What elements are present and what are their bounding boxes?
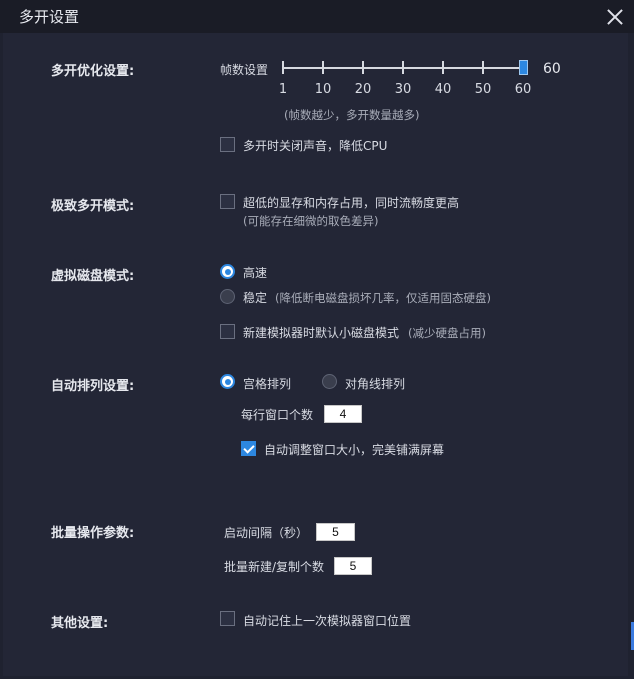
extreme-mode-label[interactable]: 超低的显存和内存占用，同时流畅度更高 <box>243 196 460 210</box>
extreme-mode-sub: (可能存在细微的取色差异) <box>243 214 379 228</box>
radio-stable[interactable] <box>220 289 235 304</box>
close-icon[interactable] <box>604 6 626 28</box>
section-label-batch: 批量操作参数: <box>51 526 135 541</box>
fps-tick-label: 1 <box>278 82 288 97</box>
fps-tick-label: 50 <box>474 82 492 97</box>
remember-position-checkbox[interactable] <box>220 611 235 626</box>
small-disk-label[interactable]: 新建模拟器时默认小磁盘模式 <box>243 326 400 340</box>
batch-count-label: 批量新建/复制个数 <box>224 560 325 574</box>
fps-tick-label: 10 <box>314 82 332 97</box>
radio-grid[interactable] <box>220 374 235 389</box>
section-label-extreme: 极致多开模式: <box>51 199 135 214</box>
interval-label: 启动间隔（秒） <box>224 526 309 540</box>
section-label-other: 其他设置: <box>51 616 109 631</box>
section-label-multi-open: 多开优化设置: <box>51 64 135 79</box>
section-label-auto-arrange: 自动排列设置: <box>51 379 135 394</box>
batch-count-input[interactable]: 5 <box>334 557 372 575</box>
mute-checkbox[interactable] <box>220 137 235 152</box>
fps-slider-handle[interactable] <box>519 60 528 75</box>
fps-tick-label: 40 <box>434 82 452 97</box>
remember-position-label[interactable]: 自动记住上一次模拟器窗口位置 <box>243 614 412 628</box>
window-title: 多开设置 <box>19 8 80 26</box>
per-row-input[interactable]: 4 <box>324 405 362 423</box>
radio-fast[interactable] <box>220 264 235 279</box>
section-label-virtual-disk: 虚拟磁盘模式: <box>51 269 135 284</box>
fps-slider-tick <box>362 61 364 74</box>
fps-slider-tick <box>322 61 324 74</box>
window-edge-accent <box>631 622 634 650</box>
title-bar: 多开设置 <box>0 0 634 33</box>
stable-hint: (降低断电磁盘损坏几率，仅适用固态硬盘) <box>275 291 491 305</box>
auto-resize-checkbox[interactable] <box>241 441 256 456</box>
small-disk-checkbox[interactable] <box>220 324 235 339</box>
fps-slider-tick <box>282 61 284 74</box>
radio-diagonal-label[interactable]: 对角线排列 <box>345 377 406 391</box>
fps-value: 60 <box>543 61 561 77</box>
fps-label: 帧数设置 <box>220 63 269 77</box>
small-disk-hint: (减少硬盘占用) <box>408 326 486 340</box>
interval-input[interactable]: 5 <box>316 523 355 541</box>
per-row-label: 每行窗口个数 <box>241 408 314 422</box>
extreme-mode-checkbox[interactable] <box>220 194 235 209</box>
fps-slider-tick <box>402 61 404 74</box>
settings-panel <box>3 33 628 676</box>
fps-slider-tick <box>482 61 484 74</box>
radio-diagonal[interactable] <box>322 374 337 389</box>
mute-label[interactable]: 多开时关闭声音，降低CPU <box>243 139 388 153</box>
fps-tick-label: 20 <box>354 82 372 97</box>
radio-fast-label[interactable]: 高速 <box>243 266 268 280</box>
auto-resize-label[interactable]: 自动调整窗口大小，完美铺满屏幕 <box>264 443 445 457</box>
fps-slider-tick <box>442 61 444 74</box>
fps-tick-label: 30 <box>394 82 412 97</box>
radio-stable-label[interactable]: 稳定 <box>243 291 268 305</box>
fps-hint: (帧数越少，多开数量越多) <box>284 108 420 122</box>
fps-tick-label: 60 <box>514 82 532 97</box>
radio-grid-label[interactable]: 宫格排列 <box>243 377 292 391</box>
